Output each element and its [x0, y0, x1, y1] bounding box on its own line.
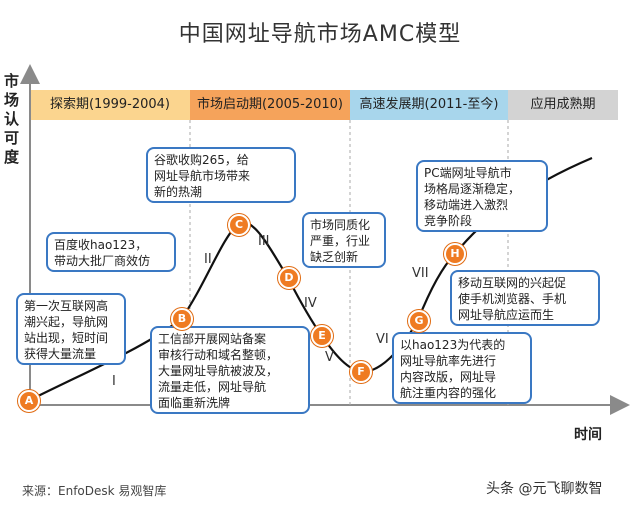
phase-mature: 应用成熟期 — [508, 90, 618, 120]
annotation-d: 市场同质化 严重，行业 缺乏创新 — [302, 212, 386, 268]
annotation-e: 工信部开展网站备案 审核行动和域名整顿， 大量网址导航被波及， 流量走低，网址导… — [150, 326, 310, 414]
annotation-g: 移动互联网的兴起促 使手机浏览器、手机 网址导航应运而生 — [450, 270, 600, 326]
phase-exploration: 探索期(1999-2004) — [30, 90, 190, 120]
segment-vi: VI — [376, 332, 389, 347]
y-axis-label: 市场认可度 — [4, 72, 20, 166]
watermark-text: 头条 @元飞聊数智 — [486, 481, 603, 497]
annotation-b: 百度收hao123， 带动大批厂商效仿 — [46, 232, 176, 272]
segment-v: V — [325, 350, 334, 365]
segment-ii: II — [204, 252, 212, 267]
segment-iv: IV — [304, 296, 317, 311]
node-a: A — [18, 390, 40, 412]
annotation-f: 以hao123为代表的 网址导航率先进行 内容改版，网址导 航注重内容的强化 — [392, 332, 532, 404]
node-c: C — [228, 214, 250, 236]
phase-rapid-growth: 高速发展期(2011-至今) — [350, 90, 508, 120]
source-note: 来源：EnfoDesk 易观智库 — [22, 484, 167, 498]
annotation-c: 谷歌收购265，给 网址导航市场带来 新的热潮 — [146, 147, 296, 203]
node-d: D — [278, 267, 300, 289]
node-b: B — [171, 308, 193, 330]
chart-title: 中国网址导航市场AMC模型 — [178, 22, 462, 47]
phase-market-launch: 市场启动期(2005-2010) — [190, 90, 350, 120]
x-axis-label: 时间 — [574, 427, 602, 443]
segment-vii: VII — [412, 266, 429, 281]
annotation-a: 第一次互联网高 潮兴起，导航网 站出现，短时间 获得大量流量 — [16, 293, 126, 365]
node-h: H — [444, 243, 466, 265]
segment-i: I — [112, 374, 116, 389]
node-e: E — [311, 325, 333, 347]
segment-iii: III — [258, 234, 270, 249]
node-g: G — [408, 310, 430, 332]
annotation-h: PC端网址导航市 场格局逐渐稳定， 移动端进入激烈 竞争阶段 — [416, 160, 548, 232]
node-f: F — [350, 361, 372, 383]
